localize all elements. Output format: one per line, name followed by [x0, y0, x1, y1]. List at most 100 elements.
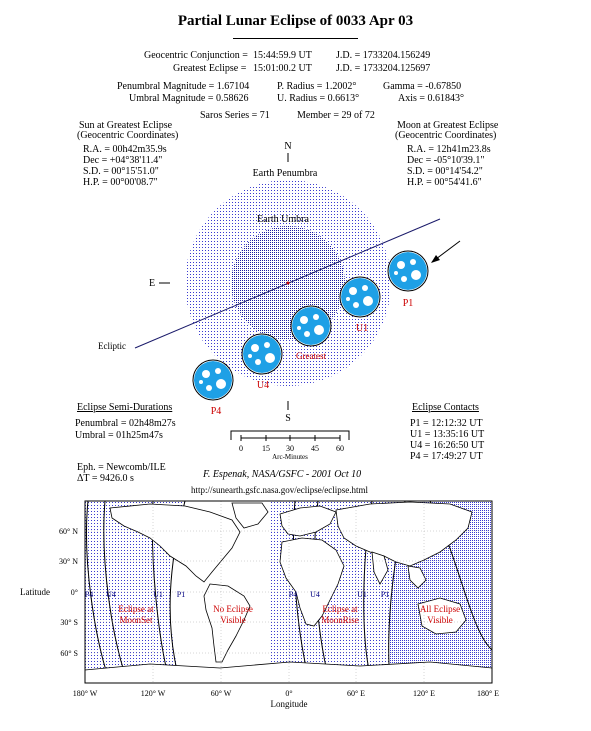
- scale-box: [230, 430, 350, 440]
- continent-greenland: [231, 502, 269, 529]
- page-title: Partial Lunar Eclipse of 0033 Apr 03: [177, 13, 414, 29]
- lat-tick-60s: 60° S: [60, 649, 78, 658]
- region-moonset-line2: MoonSet: [119, 615, 153, 625]
- geo-conj-value: 15:44:59.9 UT: [253, 50, 312, 61]
- lon-tick-60e: 60° E: [347, 689, 365, 698]
- contact-p4: P4 = 17:49:27 UT: [410, 451, 483, 462]
- region-moonrise-line1: Eclipse at: [322, 604, 358, 614]
- ecliptic-label: Ecliptic: [98, 341, 126, 351]
- duration-penumbral: Penumbral = 02h48m27s: [75, 418, 176, 429]
- curve-label-p1-east: P1: [381, 590, 389, 599]
- greatest-value: 15:01:00.2 UT: [253, 63, 312, 74]
- moon-ra: R.A. = 12h41m23.8s: [407, 144, 491, 155]
- ephemeris: Eph. = Newcomb/ILE: [77, 462, 166, 473]
- u-radius: U. Radius = 0.6613°: [277, 93, 360, 104]
- label-u4: U4: [257, 380, 269, 391]
- south-label: S: [285, 413, 291, 424]
- map-grid: [85, 501, 492, 683]
- geo-conj-label: Geocentric Conjunction =: [144, 50, 248, 61]
- continent-europe: [279, 505, 337, 537]
- north-label: N: [284, 141, 291, 152]
- region-moonrise-line2: MoonRise: [321, 615, 359, 625]
- latitude-axis-label: Latitude: [20, 587, 50, 597]
- delta-t: ΔT = 9426.0 s: [77, 473, 134, 484]
- moon-dec: Dec = -05°10'39.1": [407, 155, 485, 166]
- moon-hp: H.P. = 00°54'41.6": [407, 177, 482, 188]
- longitude-axis-label: Longitude: [271, 699, 308, 709]
- penumbral-magnitude: Penumbral Magnitude = 1.67104: [117, 81, 250, 92]
- credit-url: http://sunearth.gsfc.nasa.gov/eclipse/ec…: [191, 485, 368, 495]
- umbral-magnitude: Umbral Magnitude = 0.58626: [129, 93, 249, 104]
- label-u1: U1: [356, 323, 368, 334]
- credit-author: F. Espenak, NASA/GSFC - 2001 Oct 10: [203, 469, 362, 480]
- sun-hp: H.P. = 00°00'08.7": [83, 177, 158, 188]
- curve-p4-west: [86, 501, 111, 683]
- continent-asia: [335, 501, 473, 567]
- curve-label-u4-west: U4: [106, 590, 116, 599]
- title-underline: [233, 38, 358, 39]
- lon-tick-120e: 120° E: [413, 689, 435, 698]
- saros-member: Member = 29 of 72: [297, 110, 375, 121]
- region-moonset-line1: Eclipse at: [118, 604, 154, 614]
- contact-u4: U4 = 16:26:50 UT: [410, 440, 485, 451]
- east-label: E: [149, 278, 155, 289]
- continent-southeast-asia: [407, 565, 427, 589]
- curve-label-u4-east: U4: [310, 590, 320, 599]
- lat-tick-30s: 30° S: [60, 618, 78, 627]
- continent-australia: [417, 597, 467, 635]
- curve-label-p1-west: P1: [177, 590, 185, 599]
- moon-u4: [241, 333, 283, 375]
- region-novisible-line2: Visible: [220, 615, 245, 625]
- curve-label-u1-east: U1: [357, 590, 367, 599]
- p-radius: P. Radius = 1.2002°: [277, 81, 357, 92]
- continent-south-america: [203, 583, 251, 663]
- contact-u1: U1 = 13:35:16 UT: [410, 429, 485, 440]
- lat-tick-0: 0°: [71, 588, 78, 597]
- label-p1: P1: [403, 298, 414, 309]
- continent-antarctica: [85, 661, 492, 683]
- region-novisible-line1: No Eclipse: [213, 604, 253, 614]
- umbra-label: Earth Umbra: [257, 214, 309, 225]
- moon-p1: [387, 250, 429, 292]
- lon-tick-120w: 120° W: [141, 689, 166, 698]
- contact-p1: P1 = 12:12:32 UT: [410, 418, 483, 429]
- curve-label-p4-east: P4: [289, 590, 297, 599]
- curve-label-u1-west: U1: [153, 590, 163, 599]
- moon-heading: Moon at Greatest Eclipse: [397, 120, 499, 131]
- greatest-jd: J.D. = 1733204.125697: [336, 63, 431, 74]
- axis: Axis = 0.61843°: [398, 93, 465, 104]
- lon-tick-60w: 60° W: [211, 689, 232, 698]
- lat-tick-60n: 60° N: [59, 527, 78, 536]
- duration-umbral: Umbral = 01h25m47s: [75, 430, 163, 441]
- moon-heading-sub: (Geocentric Coordinates): [395, 130, 497, 141]
- arrow-head: [431, 255, 440, 263]
- continent-north-america: [109, 503, 241, 583]
- moon-greatest: [290, 305, 332, 347]
- sun-heading: Sun at Greatest Eclipse: [79, 120, 173, 131]
- continents: [85, 501, 492, 683]
- sun-ra: R.A. = 00h42m35.9s: [83, 144, 167, 155]
- contacts-heading: Eclipse Contacts: [412, 402, 479, 413]
- greatest-label: Greatest Eclipse =: [173, 63, 247, 74]
- sun-sd: S.D. = 00°15'51.0": [83, 166, 159, 177]
- shadow-center: [286, 281, 290, 285]
- geo-conj-jd: J.D. = 1733204.156249: [336, 50, 431, 61]
- eclipse-diagram: N Earth Penumbra Earth Umbra E Ecliptic …: [98, 141, 461, 440]
- lon-tick-0: 0°: [285, 689, 292, 698]
- curve-label-p4-west: P4: [85, 590, 93, 599]
- lon-tick-180w: 180° W: [73, 689, 98, 698]
- region-allvisible-line1: All Eclipse: [420, 604, 460, 614]
- label-greatest: Greatest: [296, 351, 326, 361]
- map-frame: [84, 500, 493, 684]
- saros-series: Saros Series = 71: [200, 110, 270, 121]
- gamma: Gamma = -0.67850: [383, 81, 462, 92]
- durations-heading: Eclipse Semi-Durations: [77, 402, 173, 413]
- label-p4: P4: [211, 406, 222, 417]
- region-allvisible-line2: Visible: [427, 615, 452, 625]
- penumbra-label: Earth Penumbra: [253, 168, 318, 179]
- continent-africa: [279, 537, 345, 627]
- lat-tick-30n: 30° N: [59, 557, 78, 566]
- moon-u1: [339, 276, 381, 318]
- curve-u4-west: [103, 501, 129, 683]
